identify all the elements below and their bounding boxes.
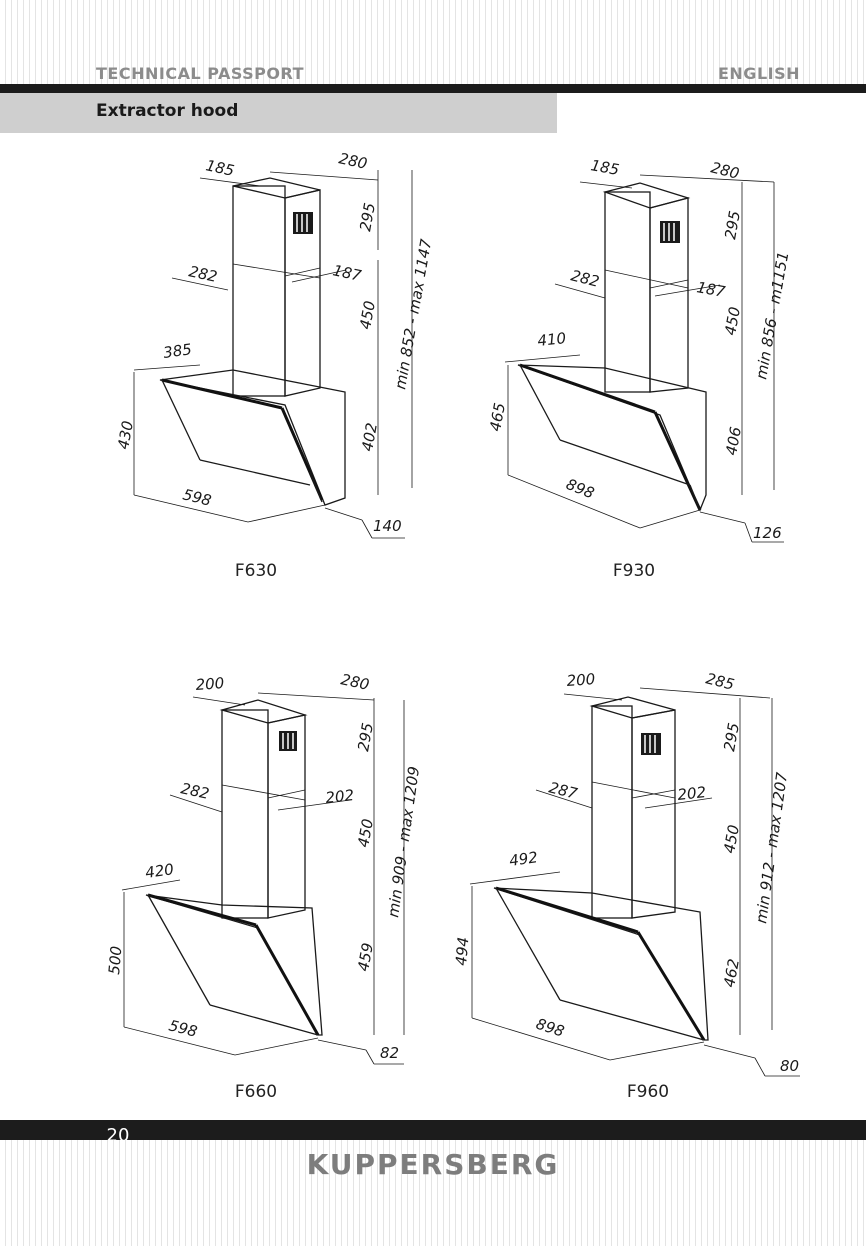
dim-hood-height: 406	[722, 425, 745, 456]
model-label-f960: F960	[626, 1082, 670, 1102]
chimney-top	[232, 177, 321, 199]
model-label-f630: F630	[234, 561, 278, 581]
footer-rule	[0, 1120, 866, 1140]
chimney-side	[631, 709, 676, 919]
model-label-f660: F660	[234, 1082, 278, 1102]
dim-upper-height: 295	[720, 721, 743, 752]
dim-bottom-depth: 140	[373, 517, 402, 535]
hood-body	[159, 369, 346, 506]
dim-bottom-depth: 82	[380, 1044, 399, 1062]
dim-body-height: 465	[486, 401, 509, 432]
dim-total-height: min 852 - max 1147	[391, 237, 435, 391]
dim-top-depth: 185	[589, 156, 620, 179]
dim-upper-height: 295	[721, 209, 744, 240]
dim-front-depth: 410	[537, 329, 567, 350]
dim-width: 598	[167, 1016, 199, 1040]
chimney-front	[604, 191, 651, 393]
dim-hood-height: 402	[358, 421, 381, 452]
dim-upper-height: 295	[356, 201, 379, 232]
dim-mid-width: 202	[677, 783, 707, 804]
chimney-top	[589, 696, 676, 719]
dim-lower-height: 450	[721, 305, 744, 336]
chimney-front	[221, 709, 269, 919]
dim-front-depth: 492	[508, 848, 539, 870]
dim-mid-width: 202	[325, 786, 355, 807]
dim-width: 898	[534, 1015, 567, 1041]
vent-grille-icon	[641, 733, 661, 755]
dim-front-depth: 385	[162, 340, 193, 362]
dim-lower-height: 450	[356, 299, 379, 330]
header-rule	[0, 84, 866, 93]
dim-width: 598	[181, 485, 213, 509]
dim-top-width: 285	[704, 669, 736, 693]
dim-top-depth: 185	[204, 156, 236, 180]
header-stripes	[0, 0, 866, 84]
dim-body-height: 494	[452, 936, 472, 966]
chimney-top	[602, 182, 691, 209]
section-title: Extractor hood	[96, 101, 239, 121]
dim-top-depth: 200	[566, 670, 596, 690]
dim-total-height: min 856 - m1151	[752, 250, 792, 381]
dim-hood-height: 459	[354, 941, 377, 972]
hood-body	[493, 887, 709, 1041]
dim-bottom-depth: 126	[753, 524, 782, 542]
hood-body	[145, 894, 323, 1036]
model-label-f930: F930	[612, 561, 656, 581]
drawing-f630: 185 280 295 282 187 450 min 852 - max 11…	[114, 149, 435, 539]
dim-total-height: min 912 - max 1207	[752, 771, 791, 925]
language-label: ENGLISH	[717, 64, 800, 83]
dim-lower-height: 450	[354, 817, 377, 848]
dim-lower-height: 450	[720, 823, 743, 854]
dim-hood-height: 462	[720, 957, 743, 988]
footer-stripes	[0, 1140, 866, 1246]
dim-bottom-depth: 80	[780, 1057, 799, 1075]
dim-total-height: min 909 - max 1209	[384, 765, 423, 918]
drawing-f930: 185 280 295 282 187 450 min 856 - m1151 …	[486, 156, 792, 543]
vent-grille-icon	[660, 221, 680, 243]
chimney-side	[267, 714, 306, 919]
chimney-side	[284, 189, 321, 397]
dim-upper-height: 295	[354, 721, 377, 752]
dim-mid-depth: 287	[547, 778, 580, 803]
dim-front-depth: 420	[144, 860, 175, 882]
dim-top-width: 280	[337, 149, 369, 173]
dim-mid-depth: 282	[187, 262, 219, 286]
dim-mid-width: 187	[695, 278, 727, 301]
dim-body-height: 500	[105, 945, 125, 975]
dim-top-width: 280	[339, 670, 371, 694]
drawing-f660: 200 280 295 282 202 450 min 909 - max 12…	[105, 670, 423, 1065]
vent-grille-icon	[293, 212, 313, 234]
brand-logo: KUPPERSBERG	[306, 1148, 560, 1181]
dim-top-depth: 200	[195, 674, 225, 694]
dim-mid-width: 187	[331, 261, 363, 285]
document-type-label: TECHNICAL PASSPORT	[96, 64, 305, 83]
chimney-front	[232, 185, 286, 397]
dim-width: 898	[564, 475, 597, 502]
hood-body	[517, 364, 707, 512]
drawing-f960: 200 285 295 287 202 450 min 912 - max 12…	[452, 669, 800, 1077]
dim-body-height: 430	[114, 419, 137, 450]
dim-mid-depth: 282	[569, 266, 601, 290]
section-band	[0, 93, 557, 133]
dim-mid-depth: 282	[179, 779, 211, 803]
chimney-front	[591, 705, 633, 919]
